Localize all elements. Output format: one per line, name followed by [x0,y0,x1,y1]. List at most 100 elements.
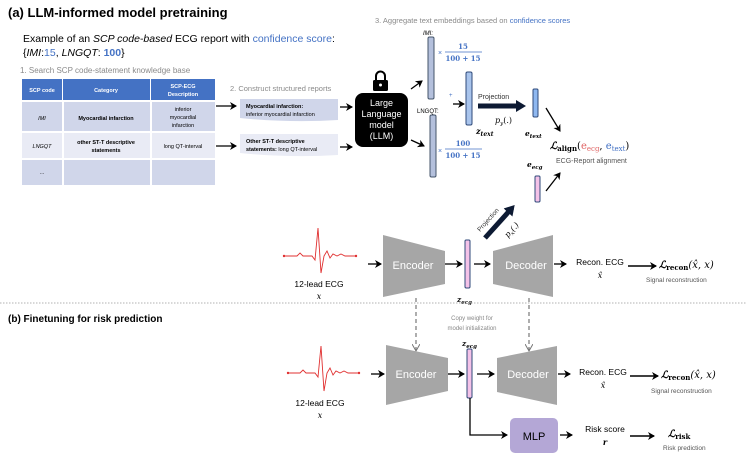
report-box-lngqt: Other ST-T descriptive statements: long … [240,134,338,157]
example-highlight: confidence score [253,33,333,45]
example-italic: SCP code-based [93,33,173,45]
z-main: z [475,126,481,136]
loss-sub: recon [666,263,688,272]
header-category: Category [94,88,119,94]
e-ecg-sub: ecg [587,145,600,153]
loss-args: (x̂, x) [688,260,714,271]
times-sign: × [438,148,442,155]
align-caption: ECG-Report alignment [556,158,627,165]
encoder-block-b: Encoder [386,345,448,405]
input-label: 12-lead ECG [294,279,343,289]
comma: , [599,141,605,152]
step3-prefix: 3. Aggregate text embeddings based on [375,16,510,25]
loss-args: (x̂, x) [690,370,716,381]
score-lngqt: 100 [104,47,122,59]
cell-category-1: other ST-T descriptive [77,140,135,146]
decoder-label-b: Decoder [507,369,549,381]
encoder-label-b: Encoder [396,369,437,381]
cell-description-3: infarction [172,123,194,129]
z-ecg-label-b: zecg [461,339,477,350]
report-bold: Myocardial infarction: [246,104,303,110]
table-header-bg [22,79,215,100]
example-line-2: {IMI:15, LNGQT: 100} [23,47,125,59]
z-ecg-vector-b [466,348,473,399]
cell-code: ... [40,170,45,176]
step3-label: 3. Aggregate text embeddings based on co… [375,16,570,25]
e-ecg-vector [534,175,541,203]
recon-var-b: x̂ [601,381,606,390]
ecg-waveform-icon [282,227,358,274]
example-prefix: Example of an [23,33,93,45]
weight-denominator: 100 + 15 [445,151,480,160]
recon-caption: Signal reconstruction [646,277,707,284]
llm-box: Large Language model (LLM) [355,93,408,147]
e-text: e [606,141,612,152]
copy-note-1: Copy weight for [451,316,493,322]
loss-symbol: ℒ [668,429,676,440]
p-y-label: py(.) [495,116,512,127]
loss-symbol: ℒ [550,141,558,152]
z-sub: ecg [461,300,472,306]
z-ecg-vector [464,239,471,289]
recon-label: Recon. ECG [576,257,624,267]
cell-description-2: myocardial [170,115,197,121]
step2-label: 2. Construct structured reports [230,84,332,93]
projection-ecg-label: Projection [476,207,501,233]
llm-line-1: Large [370,98,393,108]
times-sign: × [438,50,442,57]
llm-line-2: Language [361,109,401,119]
llm-line-3: model [369,120,394,130]
cell-code: LNGQT [33,144,53,150]
z-main: z [461,339,467,348]
cell-description-1: inferior [175,107,192,113]
recon-var: x̂ [598,271,603,280]
lngqt-embedding-vector [429,114,437,178]
table-row: LNGQT other ST-T descriptive statements … [22,133,215,158]
projection-ecg-arrow [483,205,515,240]
example-middle: ECG report with [172,33,253,45]
e-text-vector [532,88,539,118]
header-scp-code: SCP code [29,88,55,94]
z-main: z [456,295,462,304]
brace-close: } [121,47,125,59]
scp-table: SCP code Category SCP-ECG Description IM… [22,79,215,185]
e-ecg-label: eecg [527,160,543,171]
report-bold-2: statements: [246,147,277,153]
risk-caption: Risk prediction [663,445,706,452]
weight-numerator: 15 [458,42,468,51]
example-line-1: Example of an SCP code-based ECG report … [23,33,335,45]
p: p [503,230,513,240]
input-var-b: x [318,411,323,420]
sep2: : [98,47,104,59]
section-a-title: (a) LLM-informed model pretraining [8,5,228,20]
score-imi: 15 [44,47,56,59]
lngqt-label: LNGQT: [417,109,439,115]
lock-icon [373,70,388,91]
comma: , [56,47,62,59]
recon-loss: ℒrecon(x̂, x) [659,260,714,272]
sep1: : [41,47,44,59]
table-row: IMI Myocardial infarction inferior myoca… [22,102,215,131]
decoder-block: Decoder [493,235,553,297]
ecg-waveform-icon [286,345,361,392]
imi-label: IMI: [423,31,433,37]
risk-var: r [603,437,608,447]
e-text-label: etext [525,129,542,140]
p-sub: x [510,230,517,237]
weight-lngqt: × 100 100 + 15 [438,139,482,160]
e-ecg: e [581,141,587,152]
decoder-block-b: Decoder [497,346,557,405]
mlp-label: MLP [523,431,546,443]
copy-note-2: model initialization [447,326,496,332]
recon-loss-b: ℒrecon(x̂, x) [661,370,716,382]
loss-sub: align [557,144,577,153]
cell-category-2: statements [91,148,120,154]
input-var: x [317,292,322,301]
encoder-block: Encoder [383,235,445,297]
code-imi: IMI [27,47,42,59]
e-sub: text [530,134,542,140]
e-text-sub: text [612,145,626,153]
p-x-label: px(.) [503,221,523,241]
align-loss: ℒalign(eecg, etext) [550,141,629,153]
